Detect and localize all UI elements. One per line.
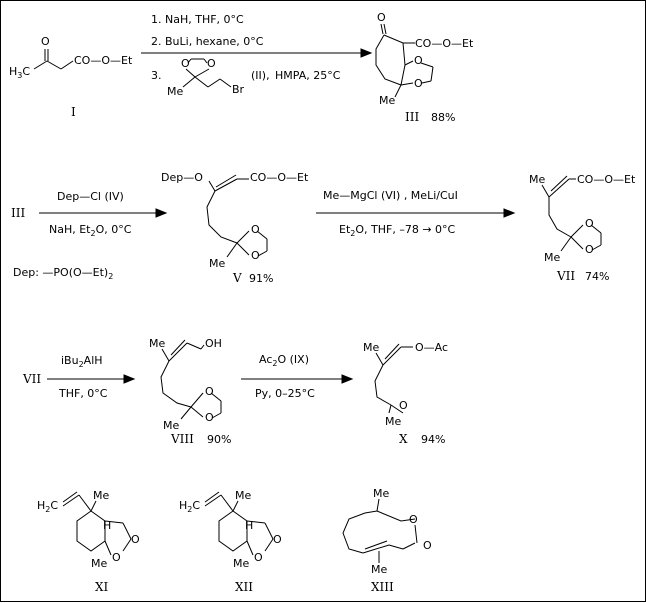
compound-I-ester: CO—O—Et — [74, 54, 133, 67]
compound-X-methyl-top: Me — [363, 341, 379, 354]
compound-VIII: Me OH O O Me VIII 90% — [149, 337, 231, 446]
compound-XI-carbonyl-oxygen: O — [131, 533, 140, 546]
compound-XI-hydrogen: H — [103, 519, 111, 532]
reagent-II-id: (II), — [251, 69, 270, 82]
compound-XII-carbonyl-oxygen: O — [273, 533, 282, 546]
acetylation-reagent: Ac2O (IX) — [259, 353, 309, 368]
step-3-number: 3. — [151, 69, 162, 82]
compound-VIII-hydroxyl: OH — [205, 337, 222, 350]
cuprate-conditions-bottom: Et2O, THF, –78 → 0°C — [339, 223, 456, 238]
compound-XII-hydrogen: H — [245, 519, 253, 532]
step-3-text: HMPA, 25°C — [275, 69, 341, 82]
dibal-conditions: THF, 0°C — [58, 387, 108, 400]
compound-XIII-carbonyl-oxygen: O — [423, 539, 432, 552]
compound-III-methyl: Me — [379, 94, 395, 107]
row2-base-text: NaH, Et2O, 0°C — [49, 223, 132, 238]
compound-V-oxygen-2: O — [251, 249, 260, 262]
compound-III-oxygen-2: O — [414, 77, 423, 90]
compound-XII: H2C Me H O O Me XII — [179, 489, 282, 594]
reagent-II-oxygen-1: O — [181, 57, 190, 70]
compound-V-label: V — [232, 271, 242, 285]
compound-V-yield: 91% — [249, 272, 273, 285]
compound-V-ester: CO—O—Et — [250, 171, 309, 184]
compound-XIII: Me O O Me XIII — [342, 487, 432, 594]
reaction-arrow-3: Me—MgCl (VI) , MeLi/CuI Et2O, THF, –78 →… — [316, 189, 516, 238]
compound-III-ester: CO—O—Et — [415, 37, 474, 50]
compound-V-oxygen-1: O — [251, 223, 260, 236]
compound-XII-vinyl: H2C — [179, 499, 200, 514]
row2-start-label: III — [11, 206, 25, 220]
compound-XIII-methyl-top: Me — [373, 487, 389, 500]
compound-XI-vinyl: H2C — [37, 499, 58, 514]
compound-X-methyl: Me — [385, 415, 401, 428]
compound-I-label: I — [71, 105, 76, 119]
compound-I-methyl: H3C — [9, 65, 30, 80]
compound-XI-methyl-bottom: Me — [91, 557, 107, 570]
compound-XII-ring-oxygen: O — [254, 551, 263, 564]
compound-X-label: X — [399, 432, 408, 446]
compound-XII-label: XII — [235, 580, 253, 594]
compound-VII-oxygen-1: O — [585, 217, 594, 230]
compound-V-methyl: Me — [209, 257, 225, 270]
compound-XIII-methyl-bottom: Me — [371, 563, 387, 576]
compound-X: Me O—Ac O Me X 94% — [363, 341, 448, 446]
cuprate-conditions-top: Me—MgCl (VI) , MeLi/CuI — [323, 189, 458, 202]
compound-VIII-oxygen-2: O — [205, 411, 214, 424]
compound-VIII-oxygen-1: O — [205, 385, 214, 398]
reagent-II-methyl: Me — [167, 85, 183, 98]
row3-start-label: VII — [22, 372, 41, 386]
compound-XII-methyl-bottom: Me — [233, 557, 249, 570]
compound-XIII-ring-oxygen: O — [409, 513, 418, 526]
compound-III: O CO—O—Et O O Me III 88% — [375, 11, 474, 124]
compound-VIII-label: VIII — [170, 432, 194, 446]
compound-XI-ring-oxygen: O — [112, 551, 121, 564]
dibal-text: iBu2AlH — [61, 354, 103, 369]
compound-V: Dep—O CO—O—Et O O Me V 91% — [161, 171, 309, 285]
compound-III-oxygen-1: O — [414, 54, 423, 67]
compound-XIII-label: XIII — [371, 580, 394, 594]
compound-VIII-methyl: Me — [163, 419, 179, 432]
compound-III-label: III — [405, 110, 419, 124]
reagent-IV-text: Dep—Cl (IV) — [57, 190, 124, 203]
compound-V-dep-oxygen: Dep—O — [161, 171, 203, 184]
compound-VII-methyl: Me — [544, 251, 560, 264]
compound-XI-methyl-top: Me — [93, 489, 109, 502]
reagent-II-bromine: Br — [232, 83, 245, 96]
compound-VIII-yield: 90% — [207, 433, 231, 446]
step-2-text: 2. BuLi, hexane, 0°C — [151, 35, 264, 48]
compound-VII-oxygen-2: O — [585, 243, 594, 256]
reaction-arrow-1: 1. NaH, THF, 0°C 2. BuLi, hexane, 0°C 3.… — [141, 13, 373, 98]
reaction-arrow-4: iBu2AlH THF, 0°C — [47, 354, 136, 400]
step-1-text: 1. NaH, THF, 0°C — [151, 13, 244, 26]
reagent-II-oxygen-2: O — [207, 57, 216, 70]
compound-XII-methyl-top: Me — [235, 489, 251, 502]
compound-III-yield: 88% — [431, 111, 455, 124]
compound-VIII-methyl-top: Me — [149, 337, 165, 350]
compound-XI-label: XI — [95, 580, 109, 594]
compound-III-ketone-oxygen: O — [377, 11, 386, 24]
acetylation-conditions: Py, 0–25°C — [255, 387, 315, 400]
compound-VII-methyl-top: Me — [529, 173, 545, 186]
compound-VII-ester: CO—O—Et — [577, 173, 636, 186]
reaction-arrow-2: Dep—Cl (IV) NaH, Et2O, 0°C — [39, 190, 168, 238]
compound-X-yield: 94% — [421, 433, 445, 446]
compound-X-acetate: O—Ac — [415, 341, 448, 354]
compound-X-ketone-oxygen: O — [399, 399, 408, 412]
compound-VII: Me CO—O—Et O O Me VII 74% — [529, 173, 636, 283]
reaction-arrow-5: Ac2O (IX) Py, 0–25°C — [241, 353, 354, 400]
compound-XI: H2C Me H O O Me XI — [37, 489, 140, 594]
compound-VII-label: VII — [556, 269, 575, 283]
compound-I-ketone-oxygen: O — [41, 35, 50, 48]
compound-VII-yield: 74% — [585, 270, 609, 283]
dep-definition: Dep: —PO(O—Et)2 — [13, 266, 113, 281]
compound-I: O H3C CO—O—Et I — [9, 35, 133, 119]
